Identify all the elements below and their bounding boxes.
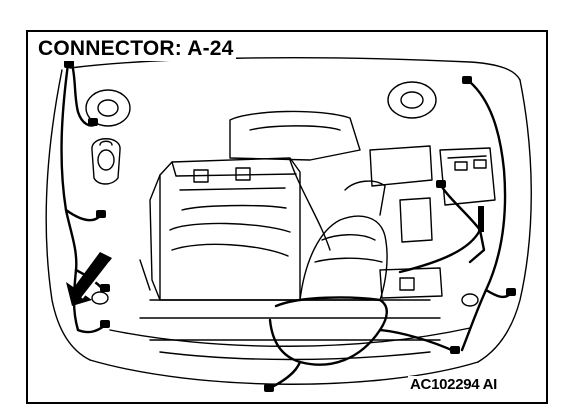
right-harness [460, 80, 507, 352]
left-strut-tower [85, 89, 131, 127]
figure-code: AC102294 AI [408, 376, 500, 393]
hood-outline [69, 57, 521, 81]
right-fender [477, 79, 532, 363]
diagram-frame [26, 30, 548, 404]
front-bumper [89, 359, 479, 385]
diagram-title: CONNECTOR: A-24 [36, 37, 236, 61]
air-intake-duct [299, 215, 388, 301]
right-strut-tower [387, 81, 437, 119]
left-fender [45, 69, 91, 361]
connector-icon [64, 60, 74, 68]
arrow-pointer-icon [66, 252, 112, 306]
